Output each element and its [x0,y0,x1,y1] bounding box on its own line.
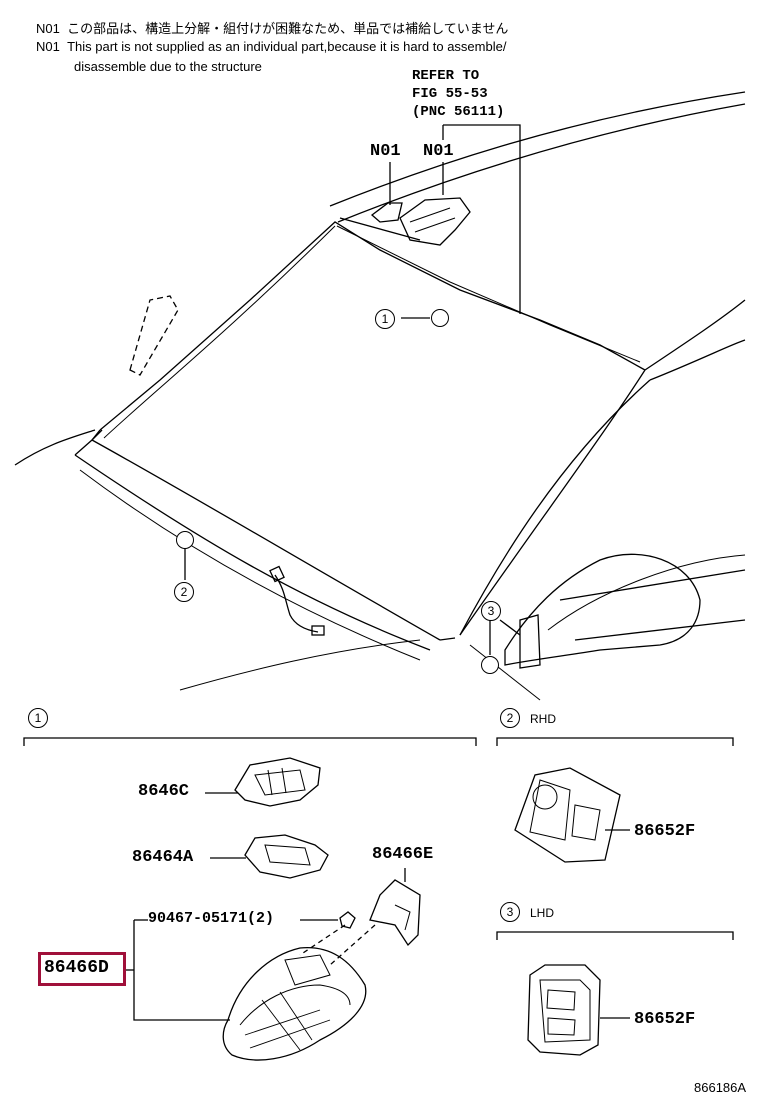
section-2-number: 2 [500,708,520,728]
part-link-86652f-rhd[interactable]: 86652F [634,822,696,841]
n01-label-left: N01 [370,142,401,161]
part-link-86466e[interactable]: 86466E [372,845,434,864]
refer-line-1: REFER TO [412,68,480,84]
selected-part-highlight [38,952,126,986]
note-text-en: This part is not supplied as an individu… [67,39,507,54]
part-link-90467-05171[interactable]: 90467-05171(2) [148,910,275,927]
note-line-jp: N01 この部品は、構造上分解・組付けが困難なため、単品では補給していません [36,18,508,37]
note-line-en-2: disassemble due to the structure [74,59,262,74]
section-2-label: RHD [530,712,556,726]
note-line-en: N01 This part is not supplied as an indi… [36,39,506,54]
part-link-86464a[interactable]: 86464A [132,848,194,867]
section-3-number: 3 [500,902,520,922]
figure-id: 866186A [694,1080,747,1095]
refer-line-3: (PNC 56111) [412,104,505,120]
section-1-number: 1 [28,708,48,728]
section-3-label: LHD [530,906,555,920]
refer-line-2: FIG 55-53 [412,86,488,102]
n01-label-right: N01 [423,142,454,161]
locator-circle-3 [481,656,499,674]
locator-circle-1 [431,309,449,327]
part-link-86652f-lhd[interactable]: 86652F [634,1010,696,1029]
note-code: N01 [36,39,60,54]
locator-circle-2 [176,531,194,549]
callout-3: 3 [481,601,501,621]
callout-2: 2 [174,582,194,602]
part-link-8646c[interactable]: 8646C [138,782,190,801]
note-code: N01 [36,21,60,36]
callout-1: 1 [375,309,395,329]
part-link-86466d[interactable]: 86466D [44,958,109,978]
note-text-jp: この部品は、構造上分解・組付けが困難なため、単品では補給していません [67,21,509,36]
